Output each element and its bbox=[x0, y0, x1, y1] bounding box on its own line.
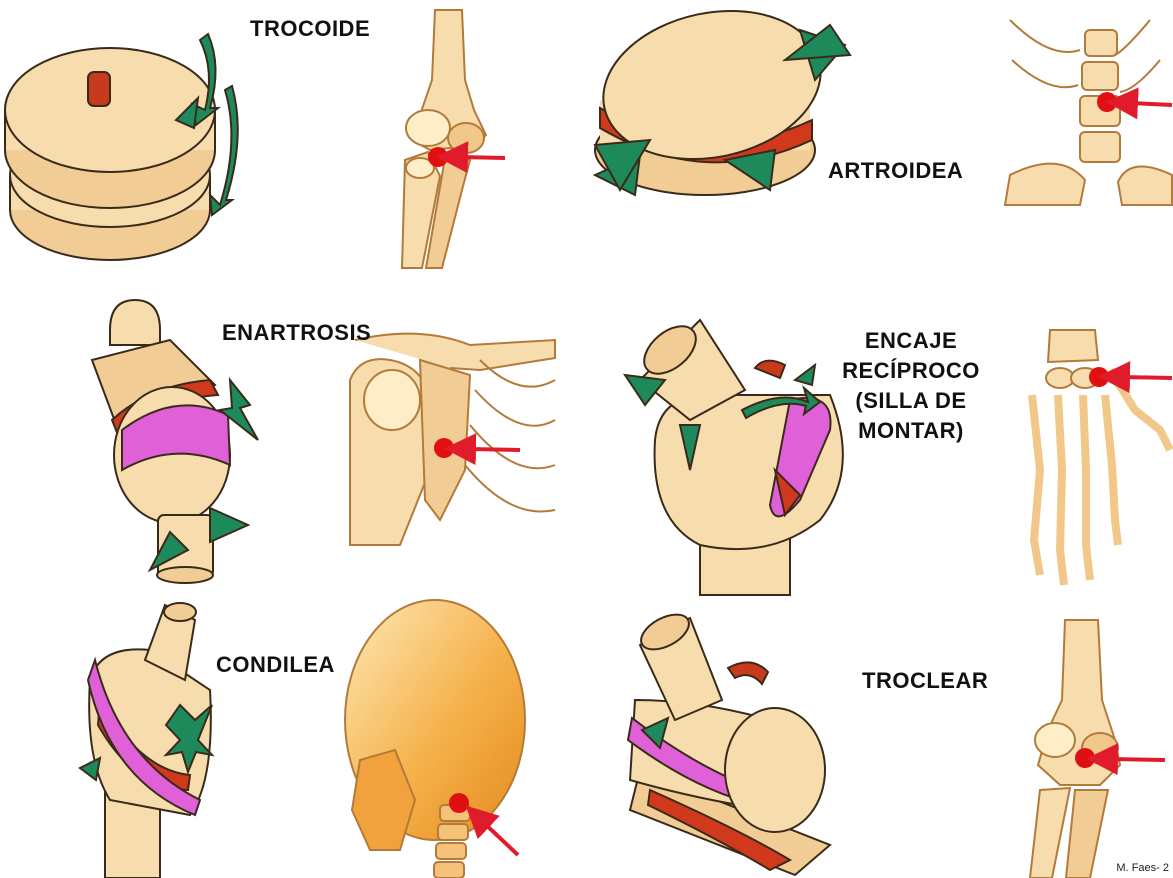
encaje-marker-dot bbox=[1089, 367, 1109, 387]
artroidea-diagram bbox=[589, 0, 850, 195]
troclear-marker-dot bbox=[1075, 748, 1095, 768]
condilea-pointer-arrow bbox=[483, 822, 518, 855]
condilea-label: CONDILEA bbox=[216, 650, 335, 680]
encaje-pointer-arrow bbox=[1122, 377, 1172, 378]
troclear-elbow-illustration bbox=[1030, 620, 1120, 878]
troclear-diagram bbox=[628, 607, 830, 875]
troclear-pointer-arrow bbox=[1110, 759, 1165, 760]
trocoide-label: TROCOIDE bbox=[250, 14, 370, 44]
artroidea-pointer-arrow bbox=[1130, 103, 1172, 105]
artroidea-label: ARTROIDEA bbox=[828, 156, 963, 186]
trocoide-marker-dot bbox=[428, 147, 448, 167]
condilea-marker-dot bbox=[449, 793, 469, 813]
artroidea-marker-dot bbox=[1097, 92, 1117, 112]
encaje-reciproco-label: ENCAJE RECÍPROCO (SILLA DE MONTAR) bbox=[836, 326, 986, 446]
elbow-bones-illustration bbox=[402, 10, 486, 268]
encaje-diagram bbox=[625, 317, 843, 595]
encaje-label-line: (SILLA DE bbox=[836, 386, 986, 416]
encaje-label-line: MONTAR) bbox=[836, 416, 986, 446]
troclear-label: TROCLEAR bbox=[862, 666, 988, 696]
author-credit: M. Faes- 2 bbox=[1114, 862, 1171, 874]
enartrosis-pointer-arrow bbox=[468, 449, 520, 450]
condilea-diagram bbox=[80, 603, 212, 878]
encaje-label-line: ENCAJE bbox=[836, 326, 986, 356]
enartrosis-marker-dot bbox=[434, 438, 454, 458]
enartrosis-label: ENARTROSIS bbox=[222, 318, 371, 348]
trocoide-pointer-arrow bbox=[460, 157, 505, 158]
shoulder-illustration bbox=[350, 334, 555, 545]
trocoide-diagram bbox=[5, 34, 238, 260]
encaje-label-line: RECÍPROCO bbox=[836, 356, 986, 386]
